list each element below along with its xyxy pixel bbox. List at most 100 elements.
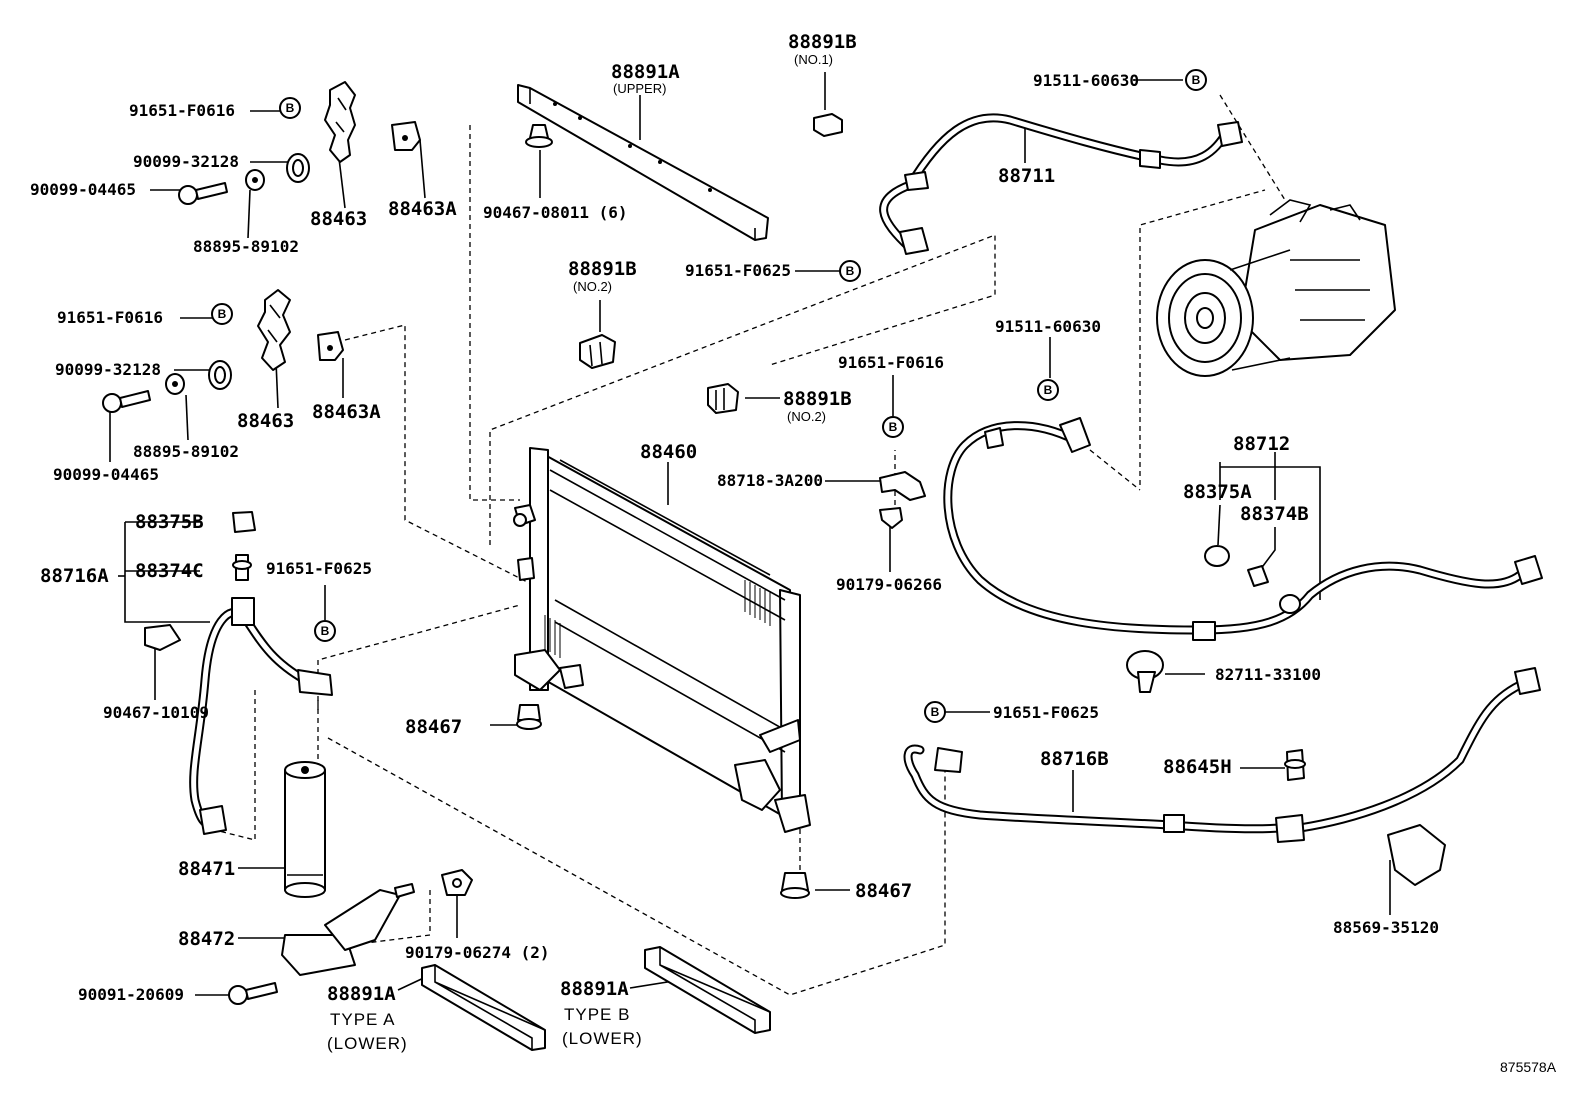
bolt-90099-04465-upper: [178, 182, 228, 205]
clip-90467-08011: [525, 124, 553, 148]
svg-text:B: B: [218, 307, 227, 321]
clamp-88718-3a200: [879, 471, 926, 501]
label-90179-06266: 90179-06266: [836, 575, 942, 594]
label-90099-32128: 90099-32128: [133, 152, 239, 171]
bracket-88463-lower: [257, 289, 291, 371]
note-type-a: TYPE A: [330, 1010, 396, 1029]
b-marker: B: [924, 701, 946, 723]
label-90091-20609: 90091-20609: [78, 985, 184, 1004]
label-88891b-no2: 88891B: [568, 258, 637, 280]
pipe-88716b: [903, 667, 1541, 843]
bolt-markers: B B B B B B B B: [211, 69, 1207, 723]
label-88891b-no2: 88891B: [783, 388, 852, 410]
clamp-90467-10109: [144, 624, 181, 651]
compressor: [1156, 199, 1396, 377]
bracket-88472: [281, 883, 415, 976]
label-88467: 88467: [405, 716, 462, 738]
bracket-88463-upper: [324, 81, 356, 163]
washer-88895-89102-upper: [245, 169, 265, 191]
label-88716a: 88716A: [40, 565, 109, 587]
diagram-reference-number: 875578A: [1500, 1059, 1557, 1075]
label-88374c: 88374C: [135, 560, 204, 582]
seal-88891a-upper: [517, 84, 769, 241]
label-88375a: 88375A: [1183, 481, 1252, 503]
svg-text:B: B: [1192, 73, 1201, 87]
b-marker: B: [839, 260, 861, 282]
label-88471: 88471: [178, 858, 235, 880]
sublabel-no2: (NO.2): [573, 279, 612, 294]
svg-text:B: B: [889, 420, 898, 434]
b-marker: B: [1037, 379, 1059, 401]
clip-90179-06266: [879, 507, 903, 529]
sublabel-no2: (NO.2): [787, 409, 826, 424]
condenser-fins-bottom: [544, 615, 561, 658]
label-91651-f0625: 91651-F0625: [993, 703, 1099, 722]
svg-text:B: B: [931, 705, 940, 719]
label-88895-89102: 88895-89102: [193, 237, 299, 256]
label-91651-f0616: 91651-F0616: [57, 308, 163, 327]
note-type-a-lower: (LOWER): [327, 1034, 408, 1053]
label-91651-f0625: 91651-F0625: [685, 261, 791, 280]
label-91651-f0616: 91651-F0616: [838, 353, 944, 372]
cushion-88891b-no2-b: [707, 383, 739, 414]
label-88716b: 88716B: [1040, 748, 1109, 770]
seal-88891a-type-a: [421, 964, 546, 1051]
label-88463: 88463: [310, 208, 367, 230]
b-marker: B: [279, 97, 301, 119]
label-91651-f0616: 91651-F0616: [129, 101, 235, 120]
label-88467: 88467: [855, 880, 912, 902]
label-88374b: 88374B: [1240, 503, 1309, 525]
b-marker: B: [1185, 69, 1207, 91]
condenser-88460: [513, 447, 811, 833]
nut-90179-06274: [441, 869, 473, 896]
label-91651-f0625: 91651-F0625: [266, 559, 372, 578]
grommet-90099-32128-lower: [208, 360, 232, 390]
label-88472: 88472: [178, 928, 235, 950]
note-type-b: TYPE B: [564, 1005, 630, 1024]
note-type-b-lower: (LOWER): [562, 1029, 643, 1048]
label-90099-04465: 90099-04465: [53, 465, 159, 484]
assembly-dashed-lines: [214, 94, 1286, 996]
svg-text:B: B: [1044, 383, 1053, 397]
label-90467-10109: 90467-10109: [103, 703, 209, 722]
washer-88895-89102-lower: [165, 373, 185, 395]
leader-lines: [109, 72, 1391, 996]
cap-88375a: [1204, 545, 1230, 567]
label-88463a: 88463A: [312, 401, 381, 423]
bolt-90099-04465-lower: [102, 390, 151, 413]
svg-text:B: B: [286, 101, 295, 115]
label-90467-08011: 90467-08011 (6): [483, 203, 628, 222]
clip-88463a-lower: [317, 331, 344, 361]
core-88374b: [1247, 565, 1269, 587]
grommet-90099-32128-upper: [286, 153, 310, 183]
b-marker: B: [211, 303, 233, 325]
hose-88712: [943, 417, 1543, 641]
label-82711-33100: 82711-33100: [1215, 665, 1321, 684]
label-88645h: 88645H: [1163, 756, 1232, 778]
clip-88467-b: [780, 872, 810, 899]
seal-88891a-type-b: [644, 946, 771, 1034]
label-90099-04465: 90099-04465: [30, 180, 136, 199]
receiver-88471: [284, 761, 326, 898]
switch-88645h: [1284, 749, 1306, 781]
label-91511-60630: 91511-60630: [1033, 71, 1139, 90]
cap-88375b: [232, 511, 256, 533]
label-88891b-no1: 88891B: [788, 31, 857, 53]
sublabel-upper: (UPPER): [613, 81, 666, 96]
clamp-88569-35120: [1387, 824, 1446, 886]
b-marker: B: [882, 416, 904, 438]
label-88891a-type-b: 88891A: [560, 978, 629, 1000]
label-88891a-upper: 88891A: [611, 61, 680, 83]
label-91511-60630: 91511-60630: [995, 317, 1101, 336]
label-88895-89102: 88895-89102: [133, 442, 239, 461]
clip-88467-a: [516, 704, 542, 730]
core-88374c: [232, 554, 252, 581]
label-88711: 88711: [998, 165, 1055, 187]
label-88569-35120: 88569-35120: [1333, 918, 1439, 937]
pipe-88716a: [189, 597, 333, 835]
condenser-fins-top: [744, 580, 771, 626]
svg-text:B: B: [846, 264, 855, 278]
label-90099-32128: 90099-32128: [55, 360, 161, 379]
cushion-88891b-no2-a: [579, 334, 616, 369]
